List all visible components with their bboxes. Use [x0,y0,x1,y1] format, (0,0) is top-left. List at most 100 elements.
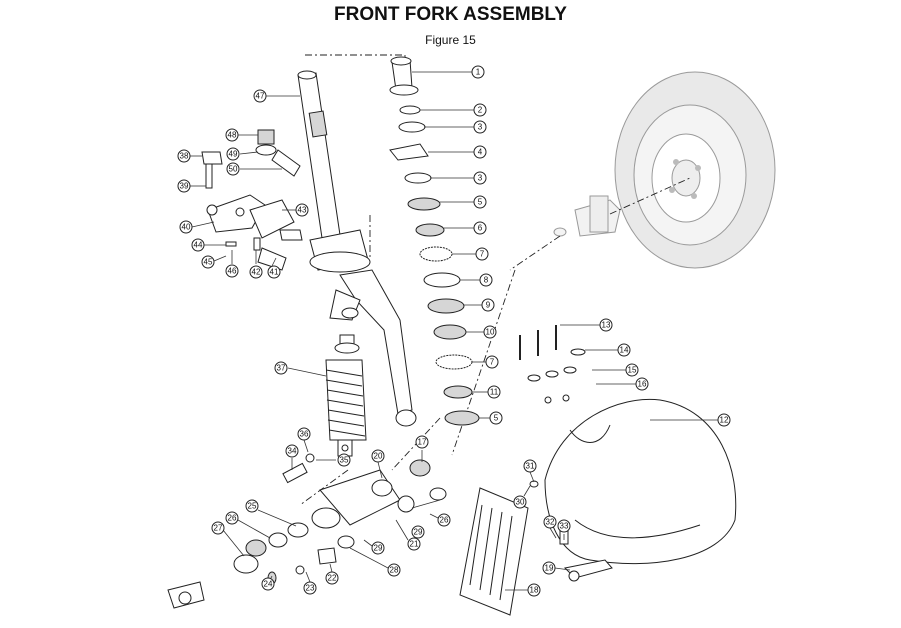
callout-27: 27 [211,521,245,557]
svg-text:7: 7 [490,358,495,367]
svg-text:5: 5 [494,414,499,423]
callout-45: 45 [201,255,227,269]
callout-32: 32 [543,515,557,539]
svg-text:26: 26 [440,516,449,525]
svg-text:9: 9 [486,301,491,310]
callout-29b: 29 [363,539,385,555]
callout-39: 39 [177,179,206,193]
callout-21: 21 [395,519,421,551]
callout-46: 46 [225,250,239,278]
svg-text:4: 4 [478,148,483,157]
svg-text:40: 40 [182,223,191,232]
page-title: FRONT FORK ASSEMBLY [334,4,567,25]
callout-26a: 26 [225,511,271,539]
svg-text:28: 28 [390,566,399,575]
pin-parts [201,129,301,189]
callout-2: 2 [420,103,487,117]
wheel-hub [553,195,621,237]
svg-text:45: 45 [204,258,213,267]
callout-1: 1 [412,65,485,79]
svg-text:7: 7 [480,250,485,259]
front-wheel [614,71,776,269]
svg-text:32: 32 [546,518,555,527]
svg-text:50: 50 [229,165,238,174]
callout-35: 35 [316,453,351,467]
svg-text:8: 8 [484,276,489,285]
svg-text:36: 36 [300,430,309,439]
svg-text:12: 12 [720,416,729,425]
callout-3a: 3 [424,120,487,134]
callout-17: 17 [415,435,429,462]
svg-text:46: 46 [228,267,237,276]
steering-tube [297,70,371,273]
callout-26b: 26 [429,513,451,527]
callout-9: 9 [464,298,495,312]
svg-text:33: 33 [560,522,569,531]
callout-25: 25 [245,499,297,527]
svg-text:5: 5 [478,198,483,207]
svg-text:43: 43 [298,206,307,215]
callout-42: 42 [249,250,263,279]
callout-48: 48 [225,128,258,142]
svg-text:22: 22 [328,574,337,583]
svg-text:30: 30 [516,498,525,507]
svg-text:41: 41 [270,268,279,277]
svg-text:11: 11 [490,388,499,397]
callout-37: 37 [274,361,327,377]
callout-41: 41 [267,257,281,279]
callout-44: 44 [191,238,226,252]
svg-text:34: 34 [288,447,297,456]
callout-5a: 5 [440,195,487,209]
svg-text:1: 1 [476,68,481,77]
svg-text:24: 24 [264,580,273,589]
shock-absorber [325,334,367,457]
figure-label: Figure 15 [425,33,476,47]
callout-33: 33 [557,519,571,540]
callout-43: 43 [282,203,309,217]
svg-text:16: 16 [638,380,647,389]
svg-text:19: 19 [545,564,554,573]
callout-10: 10 [466,325,497,339]
front-fender [544,398,737,565]
callout-28: 28 [349,547,401,577]
svg-text:42: 42 [252,268,261,277]
svg-text:29: 29 [374,544,383,553]
callout-19: 19 [542,561,571,575]
callout-5b: 5 [479,411,503,425]
svg-text:18: 18 [530,586,539,595]
callout-40: 40 [179,220,215,234]
callout-36: 36 [297,427,311,453]
callout-34: 34 [285,444,299,470]
callout-4: 4 [428,145,487,159]
svg-text:31: 31 [526,462,535,471]
svg-text:20: 20 [374,452,383,461]
callout-29a: 29 [411,499,441,539]
svg-text:49: 49 [229,150,238,159]
callout-30: 30 [513,485,531,509]
callout-22: 22 [325,563,339,585]
mud-flap [459,487,529,616]
callout-7a: 7 [452,247,489,261]
callout-6: 6 [444,221,487,235]
callout-18: 18 [505,583,541,597]
fender-hardware [519,325,586,404]
svg-text:6: 6 [478,224,483,233]
svg-text:38: 38 [180,152,189,161]
callout-20: 20 [371,449,385,479]
svg-text:29: 29 [414,528,423,537]
svg-text:26: 26 [228,514,237,523]
callout-49: 49 [226,147,259,161]
svg-text:47: 47 [256,92,265,101]
callout-38: 38 [177,149,202,163]
mounting-brackets [206,194,303,271]
svg-text:25: 25 [248,502,257,511]
callout-31: 31 [523,459,537,483]
svg-text:23: 23 [306,584,315,593]
callout-14: 14 [585,343,631,357]
svg-text:27: 27 [214,524,223,533]
svg-text:10: 10 [486,328,495,337]
callout-7b: 7 [472,355,499,369]
head-bearing-stack [389,56,480,426]
svg-text:2: 2 [478,106,483,115]
